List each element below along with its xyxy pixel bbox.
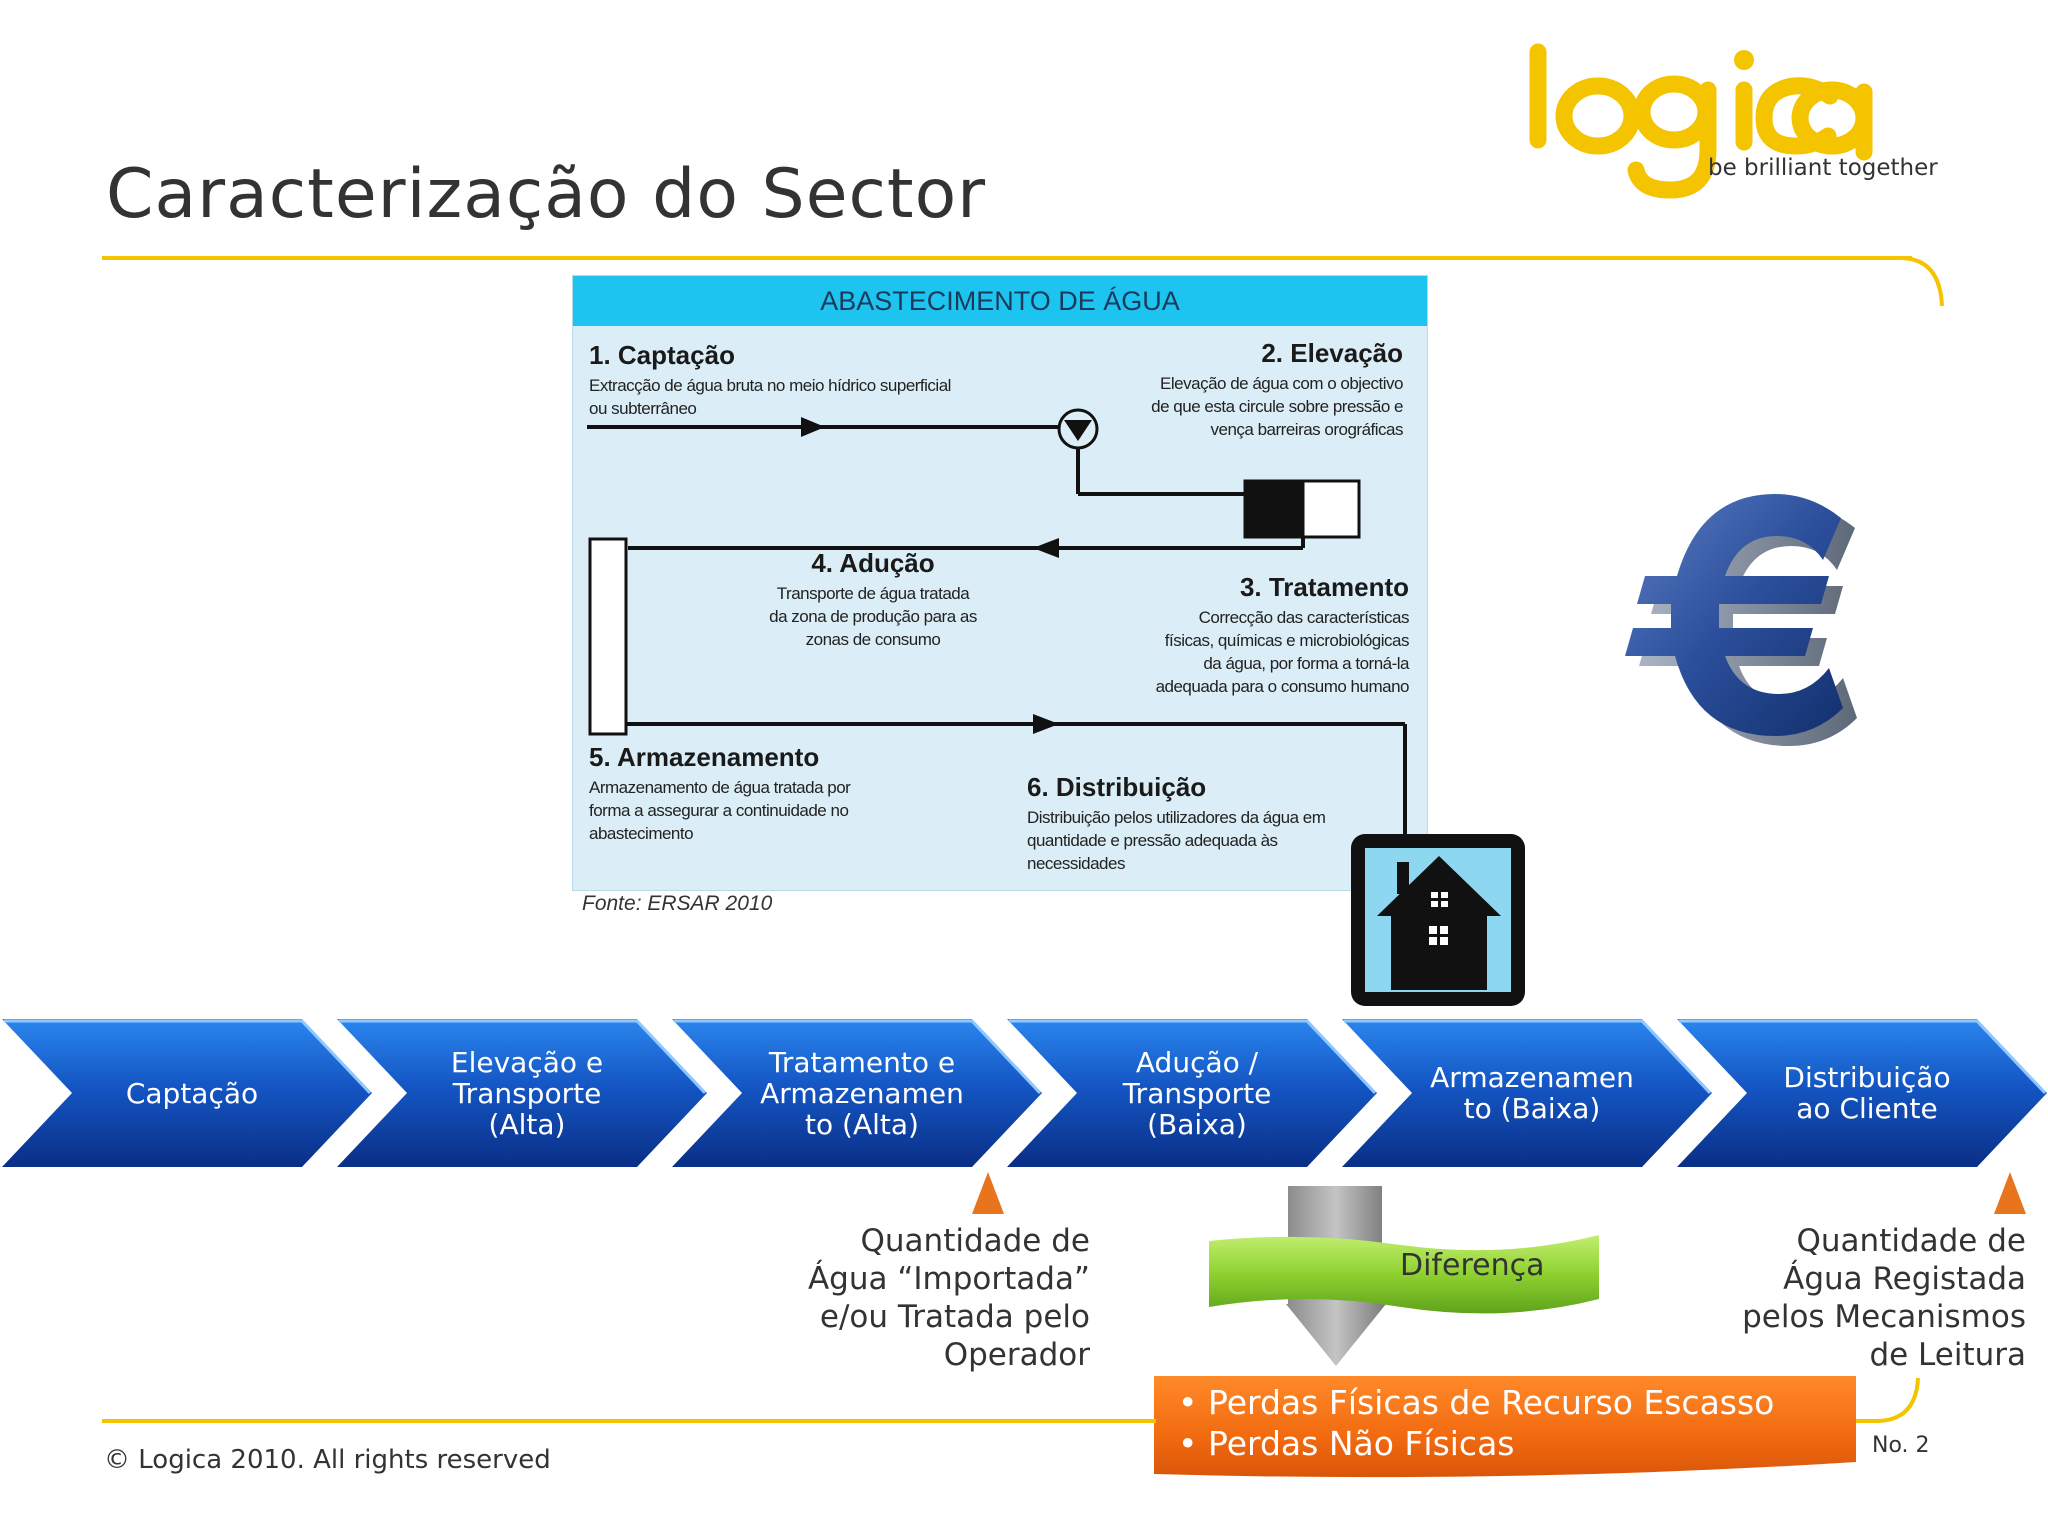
step-title: 5. Armazenamento xyxy=(589,742,820,772)
value-chain xyxy=(2,1019,2047,1167)
value-chain-stage-highlight xyxy=(1344,1019,1712,1095)
top-divider xyxy=(102,256,1912,260)
value-chain-stage xyxy=(672,1019,1042,1167)
value-chain-stage xyxy=(1342,1019,1712,1167)
value-chain-stage-label: Adução /Transporte(Baixa) xyxy=(1122,1045,1272,1141)
diagram-header: ABASTECIMENTO DE ÁGUA xyxy=(573,276,1427,326)
page-number: No. 2 xyxy=(1872,1433,1930,1458)
step-title: 1. Captação xyxy=(589,340,735,370)
page-title: Caracterização do Sector xyxy=(106,155,987,234)
value-chain-stage-highlight xyxy=(674,1019,1042,1095)
value-chain-stage xyxy=(1677,1019,2047,1167)
value-chain-stage xyxy=(337,1019,707,1167)
difference-label: Diferença xyxy=(1400,1248,1545,1283)
logica-logo-a xyxy=(1791,81,1873,161)
water-supply-diagram: ABASTECIMENTO DE ÁGUA 1. Captação Extrac… xyxy=(572,275,1428,891)
bottom-divider-curl xyxy=(1876,1377,1920,1423)
euro-icon xyxy=(1625,494,1857,746)
value-chain-stage-label: Captação xyxy=(125,1076,259,1110)
step-description: Extracção de água bruta no meio hídrico … xyxy=(589,376,951,418)
imported-water-note: Quantidade de Água “Importada” e/ou Trat… xyxy=(807,1223,1090,1373)
step-title: 6. Distribuição xyxy=(1027,772,1207,802)
bottom-divider xyxy=(102,1419,1156,1423)
list-item: • Perdas Físicas de Recurso Escasso xyxy=(1178,1383,1775,1422)
value-chain-stage-highlight xyxy=(1009,1019,1377,1095)
step-title: 4. Adução xyxy=(811,548,935,578)
copyright: © Logica 2010. All rights reserved xyxy=(104,1445,551,1475)
list-item: • Perdas Não Físicas xyxy=(1178,1424,1515,1463)
reading-marker xyxy=(1994,1172,2026,1214)
difference-banner xyxy=(1209,1235,1599,1314)
logo-tagline: be brilliant together xyxy=(1708,155,1938,181)
losses-list: • Perdas Físicas de Recurso Escasso • Pe… xyxy=(1178,1382,1774,1464)
value-chain-stage xyxy=(2,1019,372,1167)
house-icon xyxy=(1351,834,1525,1006)
value-chain-stage-highlight xyxy=(339,1019,707,1095)
step-title: 3. Tratamento xyxy=(1239,572,1409,602)
diagram-flow-lines xyxy=(587,408,1407,890)
losses-box xyxy=(1154,1376,1856,1478)
value-chain-stage-highlight xyxy=(4,1019,372,1095)
step-description: Distribuição pelos utilizadores da água … xyxy=(1027,808,1326,873)
top-divider-curl xyxy=(1900,256,1944,307)
value-chain-stage xyxy=(1007,1019,1377,1167)
value-chain-stage-highlight xyxy=(1679,1019,2047,1095)
import-marker xyxy=(972,1172,1004,1214)
step-title: 2. Elevação xyxy=(1261,338,1403,368)
bottom-divider-end xyxy=(1856,1419,1878,1423)
registered-water-note: Quantidade de Água Registada pelos Mecan… xyxy=(1742,1223,2026,1373)
diagram-source: Fonte: ERSAR 2010 xyxy=(582,892,773,915)
